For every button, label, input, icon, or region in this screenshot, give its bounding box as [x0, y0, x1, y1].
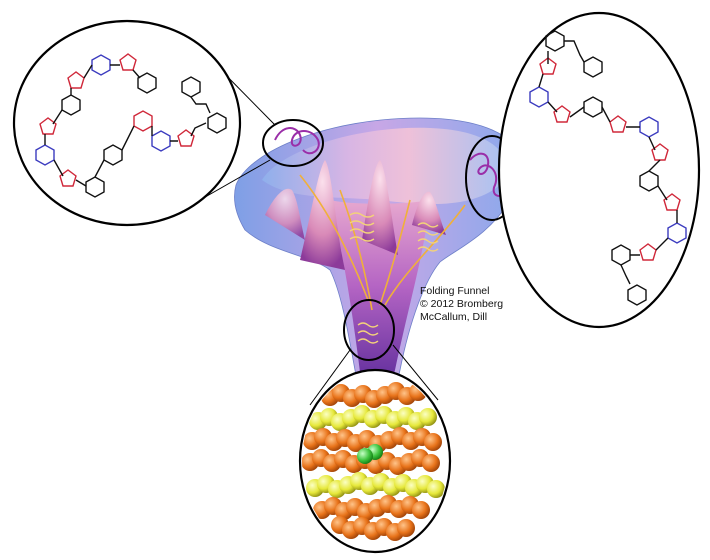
funnel-caption: Folding Funnel © 2012 Bromberg McCallum,…: [420, 285, 503, 324]
caption-authors: McCallum, Dill: [420, 311, 503, 324]
atom-sphere: [422, 454, 440, 472]
caption-copyright: © 2012 Bromberg: [420, 298, 503, 311]
funnel: [234, 118, 522, 397]
atom-sphere: [397, 519, 415, 537]
right-unfolded-chain: [499, 13, 699, 327]
atom-sphere-green: [357, 448, 373, 464]
atom-sphere: [424, 433, 442, 451]
caption-title: Folding Funnel: [420, 285, 503, 298]
bottom-folded-helix: [300, 370, 450, 552]
left-unfolded-chain: [14, 21, 240, 225]
atom-sphere: [427, 480, 445, 498]
atom-sphere: [412, 501, 430, 519]
atom-sphere: [419, 408, 437, 426]
